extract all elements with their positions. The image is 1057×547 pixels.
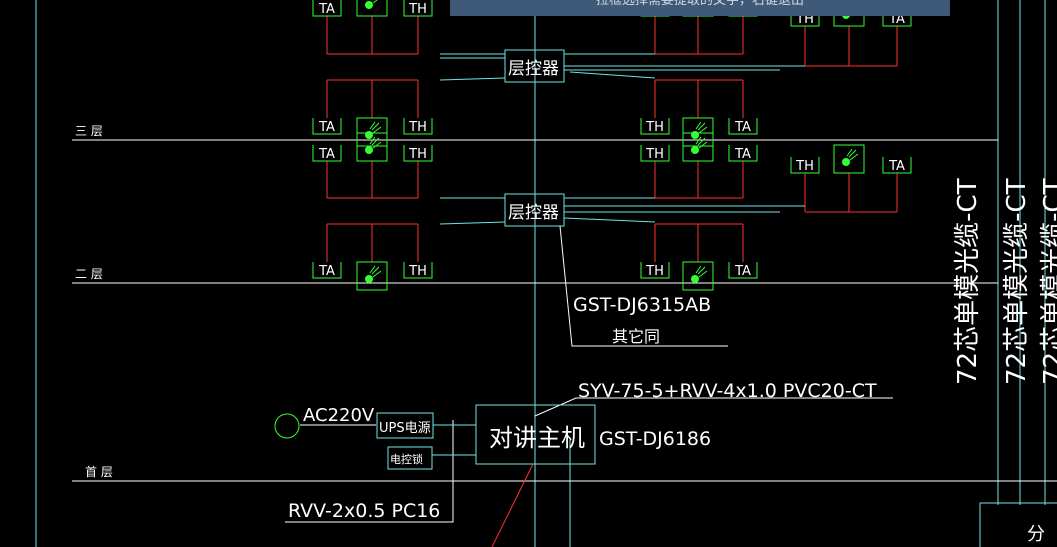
corner-box-label: 分: [1027, 524, 1045, 545]
floor-label-3: 三 层: [75, 124, 103, 138]
leader-cable: [534, 397, 893, 417]
controller-upper-label: 层控器: [508, 59, 559, 79]
lock-box: [387, 446, 433, 470]
camera-icon: [356, 261, 388, 291]
terminal-label: TA: [734, 147, 751, 162]
ac-source-circle: [274, 413, 300, 439]
camera-icon: [356, 0, 388, 17]
camera-icon: [682, 132, 714, 162]
terminal-label: TA: [888, 159, 905, 174]
terminal-ta: TA: [728, 262, 758, 279]
terminal-th: TH: [640, 262, 670, 279]
leader-rvv: [285, 420, 454, 523]
controller-lower-label: 层控器: [508, 203, 559, 223]
terminal-ta: TA: [312, 118, 342, 135]
host-red-line: [491, 463, 534, 547]
lock-label: 电控锁: [390, 452, 423, 466]
intercom-host-box: [475, 404, 596, 465]
terminal-label: TH: [645, 147, 664, 162]
camera-icon: [833, 144, 865, 174]
leader-ab: [559, 225, 728, 347]
terminal-ta: TA: [882, 157, 912, 174]
prompt-text: 拉框选择需要提取的文字，右键退出: [595, 0, 804, 8]
camera-icon: [356, 132, 388, 162]
terminal-label: TA: [734, 264, 751, 279]
other-same-label: 其它同: [612, 327, 660, 346]
riser-label-1: 72芯单模光缆-CT: [953, 178, 983, 385]
camera-icon: [356, 117, 388, 147]
rvv-label: RVV-2x0.5 PC16: [288, 500, 440, 522]
floor-label-1: 首 层: [85, 465, 113, 479]
camera-icon: [682, 261, 714, 291]
terminal-label: TH: [795, 159, 814, 174]
ac-label: AC220V: [303, 405, 375, 426]
host-model-label: GST-DJ6186: [599, 428, 711, 450]
terminal-th: TH: [403, 262, 433, 279]
terminal-label: TH: [645, 264, 664, 279]
riser-label-3: 72芯单模光缆-CT: [1039, 178, 1057, 385]
floor-controller-lower: [504, 193, 565, 227]
ups-label: UPS电源: [379, 421, 431, 436]
terminal-th: TH: [640, 118, 670, 135]
terminal-ta: TA: [728, 118, 758, 135]
model-ab-label: GST-DJ6315AB: [573, 294, 711, 316]
terminal-th: TH: [403, 118, 433, 135]
host-label: 对讲主机: [489, 424, 585, 452]
terminal-label: TH: [408, 264, 427, 279]
terminal-label: TA: [734, 120, 751, 135]
terminal-label: TA: [318, 264, 335, 279]
riser-label-2: 72芯单模光缆-CT: [1002, 178, 1032, 385]
terminal-label: TA: [318, 147, 335, 162]
floor-controller-upper: [504, 49, 565, 83]
terminal-ta: TA: [728, 145, 758, 162]
terminal-label: TH: [408, 147, 427, 162]
terminal-label: TA: [318, 2, 335, 17]
cable-label: SYV-75-5+RVV-4x1.0 PVC20-CT: [578, 380, 877, 402]
corner-box: [979, 502, 1057, 547]
floor-label-2: 二 层: [75, 267, 103, 281]
terminal-ta: TA: [312, 0, 342, 17]
terminal-ta: TA: [312, 145, 342, 162]
terminal-th: TH: [403, 0, 433, 17]
terminal-th: TH: [790, 157, 820, 174]
terminal-label: TA: [318, 120, 335, 135]
terminal-th: TH: [403, 145, 433, 162]
terminal-label: TH: [408, 120, 427, 135]
terminal-label: TH: [408, 2, 427, 17]
terminal-ta: TA: [312, 262, 342, 279]
prompt-banner: 拉框选择需要提取的文字，右键退出: [450, 0, 950, 16]
terminal-label: TH: [645, 120, 664, 135]
terminal-th: TH: [640, 145, 670, 162]
